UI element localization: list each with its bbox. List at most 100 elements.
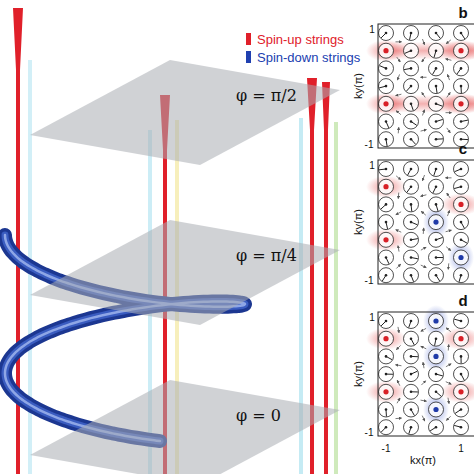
axis-label: ky(π) (352, 73, 364, 99)
circle-dot (460, 426, 463, 429)
texture-panel (366, 160, 474, 284)
circle-dot (410, 85, 413, 88)
field-arrow (422, 57, 425, 62)
spin-circle (379, 402, 394, 417)
spin-circle (404, 331, 419, 346)
circle-dot (460, 185, 463, 188)
spin-circle (429, 250, 444, 265)
circle-dot (410, 256, 413, 259)
circle-dot (410, 408, 413, 411)
circle-dot (433, 407, 438, 412)
panel-letter: b (458, 5, 467, 22)
circle-dot (383, 237, 388, 242)
spin-circle (379, 314, 394, 329)
circle-rim (404, 96, 419, 111)
circle-dot (385, 373, 388, 376)
spin-circle (404, 26, 419, 41)
circle-rim (429, 132, 444, 147)
circle-rim (429, 179, 444, 194)
circle-dot (460, 274, 463, 277)
circle-rim (429, 79, 444, 94)
circle-rim (404, 349, 419, 364)
circle-rim (454, 197, 469, 212)
circle-dot (410, 337, 413, 340)
circle-rim (404, 314, 419, 329)
field-arrow (423, 228, 425, 234)
field-arrow (396, 345, 400, 349)
field-arrow (396, 230, 401, 233)
circle-dot (435, 373, 438, 376)
tick-label: -1 (365, 275, 374, 286)
tick-label: -1 (365, 139, 374, 150)
spin-blob (366, 229, 406, 251)
circle-rim (379, 79, 394, 94)
tick-label: -1 (365, 427, 374, 438)
spin-circle (454, 179, 469, 194)
field-arrow (421, 381, 425, 385)
spin-circle (429, 114, 444, 129)
spin-circle (429, 349, 444, 364)
field-arrow (421, 247, 426, 250)
texture-panels (366, 24, 474, 436)
circle-dot (410, 203, 413, 206)
circle-dot (385, 355, 388, 358)
circle-dot (385, 138, 388, 141)
panel-frame (378, 160, 474, 284)
circle-dot (385, 168, 388, 171)
spin-circle (379, 384, 394, 399)
circle-dot (385, 67, 388, 70)
field-arrow (396, 94, 402, 96)
circle-dot (460, 221, 463, 224)
circle-rim (404, 197, 419, 212)
circle-rim (404, 402, 419, 417)
circle-rim (454, 250, 469, 265)
circle-rim (429, 250, 444, 265)
circle-rim (454, 61, 469, 76)
legend-swatch (246, 51, 251, 63)
circle-dot (435, 103, 438, 106)
circle-rim (404, 179, 419, 194)
spin-circle (454, 215, 469, 230)
circle-rim (404, 420, 419, 435)
circle-dot (410, 355, 413, 358)
field-arrow (448, 398, 449, 404)
circle-rim (454, 215, 469, 230)
field-arrow (446, 59, 452, 61)
field-arrow (446, 230, 452, 232)
phase-plane (30, 60, 340, 165)
circle-rim (404, 114, 419, 129)
spin-circle (404, 162, 419, 177)
circle-dot (410, 239, 413, 242)
circle-dot (460, 85, 463, 88)
circle-rim (429, 349, 444, 364)
spin-circle (379, 162, 394, 177)
circle-rim (454, 26, 469, 41)
circle-rim (379, 43, 394, 58)
circle-rim (429, 197, 444, 212)
circle-rim (379, 162, 394, 177)
circle-dot (458, 389, 463, 394)
field-arrow (421, 195, 427, 197)
circle-rim (379, 367, 394, 382)
circle-rim (429, 114, 444, 129)
spin-circle (429, 197, 444, 212)
circle-rim (379, 250, 394, 265)
circle-dot (435, 185, 438, 188)
circle-rim (404, 43, 419, 58)
circle-dot (383, 184, 388, 189)
field-arrow (421, 400, 427, 401)
spin-circle (454, 43, 469, 58)
circle-dot (383, 48, 388, 53)
circle-dot (433, 220, 438, 225)
circle-dot (385, 274, 388, 277)
spin-circle (379, 331, 394, 346)
circle-rim (454, 314, 469, 329)
field-arrow (446, 40, 451, 44)
circle-rim (379, 132, 394, 147)
spin-circle (379, 26, 394, 41)
spin-circle (379, 61, 394, 76)
spin-circle (404, 367, 419, 382)
circle-dot (410, 168, 413, 171)
phase-plane (30, 220, 340, 325)
spin-circle (379, 268, 394, 283)
